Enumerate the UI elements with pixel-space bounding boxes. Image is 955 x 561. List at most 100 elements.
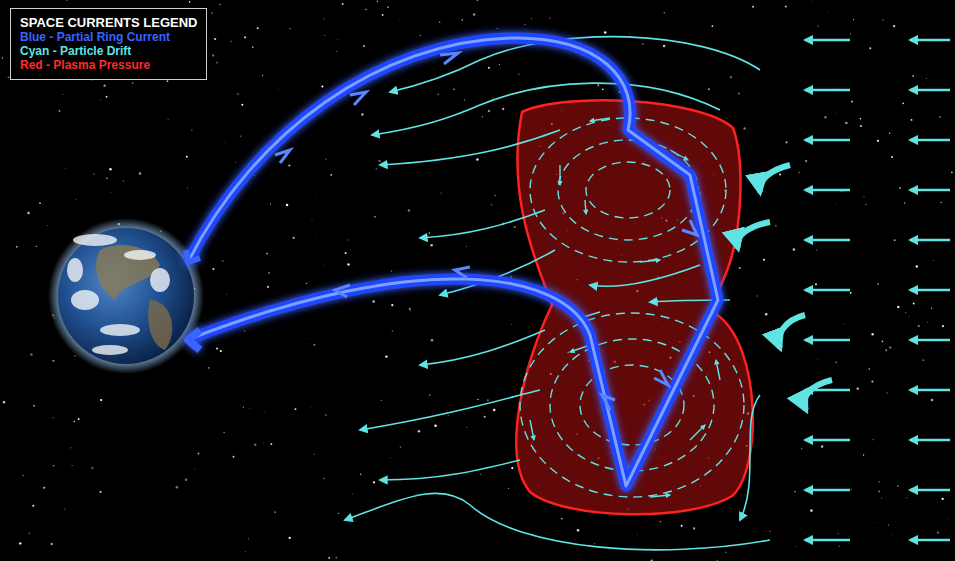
star bbox=[730, 76, 732, 78]
star bbox=[323, 19, 324, 20]
star bbox=[663, 45, 666, 48]
star bbox=[835, 361, 836, 362]
star bbox=[882, 341, 884, 343]
star bbox=[939, 116, 941, 118]
star bbox=[476, 158, 479, 161]
star bbox=[392, 330, 393, 331]
star bbox=[466, 246, 468, 248]
star bbox=[64, 508, 66, 510]
star bbox=[743, 127, 745, 129]
star bbox=[906, 497, 907, 498]
star bbox=[325, 414, 327, 416]
star bbox=[514, 226, 516, 228]
star bbox=[908, 316, 910, 318]
star bbox=[185, 478, 188, 481]
star bbox=[437, 94, 439, 96]
solar-wind-arrow bbox=[910, 189, 950, 192]
star bbox=[681, 525, 683, 527]
star bbox=[904, 202, 905, 203]
drift-flows bbox=[345, 37, 770, 550]
star bbox=[237, 93, 239, 95]
partial-ring-current bbox=[186, 38, 718, 486]
star bbox=[27, 212, 30, 215]
star bbox=[499, 64, 500, 65]
star bbox=[361, 113, 363, 115]
star bbox=[860, 125, 862, 127]
star bbox=[604, 31, 607, 34]
star bbox=[434, 425, 436, 427]
star bbox=[109, 168, 112, 171]
star bbox=[905, 312, 907, 314]
star bbox=[484, 416, 486, 418]
star bbox=[717, 560, 718, 561]
star bbox=[811, 1, 813, 3]
star bbox=[244, 36, 246, 38]
star bbox=[39, 202, 41, 204]
star bbox=[893, 25, 895, 27]
solar-wind-arrow bbox=[910, 239, 950, 242]
star bbox=[429, 232, 430, 233]
star bbox=[502, 108, 504, 110]
star bbox=[889, 133, 890, 134]
legend-entry: Red - Plasma Pressure bbox=[20, 58, 197, 72]
star bbox=[3, 401, 5, 403]
star bbox=[365, 9, 366, 10]
star bbox=[602, 88, 604, 90]
star bbox=[799, 172, 800, 173]
star bbox=[324, 35, 325, 36]
star bbox=[901, 274, 903, 276]
star bbox=[619, 91, 620, 92]
star bbox=[387, 6, 389, 8]
star bbox=[642, 43, 644, 45]
star bbox=[212, 55, 214, 57]
star bbox=[708, 88, 710, 90]
star bbox=[843, 323, 844, 324]
star bbox=[378, 160, 380, 162]
star bbox=[224, 141, 226, 143]
star bbox=[278, 88, 280, 90]
star bbox=[347, 263, 349, 265]
star bbox=[51, 543, 53, 545]
star bbox=[850, 488, 852, 490]
solar-wind-arrow bbox=[910, 439, 950, 442]
star bbox=[821, 446, 823, 448]
legend-text: Red - Plasma Pressure bbox=[20, 58, 150, 72]
star bbox=[311, 219, 313, 221]
star bbox=[510, 276, 511, 277]
star bbox=[482, 116, 483, 117]
star bbox=[448, 415, 449, 416]
star bbox=[376, 0, 378, 2]
star bbox=[110, 192, 112, 194]
star bbox=[198, 453, 200, 455]
star bbox=[902, 103, 904, 105]
solar-wind-arrow bbox=[805, 439, 850, 442]
star bbox=[897, 306, 899, 308]
star bbox=[660, 521, 662, 523]
star bbox=[374, 216, 376, 218]
star bbox=[476, 0, 478, 1]
star bbox=[869, 368, 870, 369]
solar-wind-arrow bbox=[910, 39, 950, 42]
solar-wind-arrow bbox=[805, 339, 850, 342]
star bbox=[839, 546, 840, 547]
star bbox=[493, 409, 496, 412]
star bbox=[775, 225, 777, 227]
star bbox=[838, 533, 839, 534]
star bbox=[385, 355, 387, 357]
star bbox=[321, 85, 323, 87]
star bbox=[524, 24, 525, 25]
star bbox=[752, 6, 754, 8]
star bbox=[577, 529, 579, 531]
star bbox=[336, 51, 338, 53]
star bbox=[123, 180, 125, 182]
star bbox=[243, 407, 244, 408]
star bbox=[810, 509, 813, 512]
star bbox=[375, 168, 377, 170]
star bbox=[836, 112, 838, 114]
star bbox=[725, 551, 726, 552]
solar-wind-arrow bbox=[805, 289, 850, 292]
star bbox=[216, 347, 218, 349]
star bbox=[100, 399, 102, 401]
star bbox=[241, 104, 243, 106]
